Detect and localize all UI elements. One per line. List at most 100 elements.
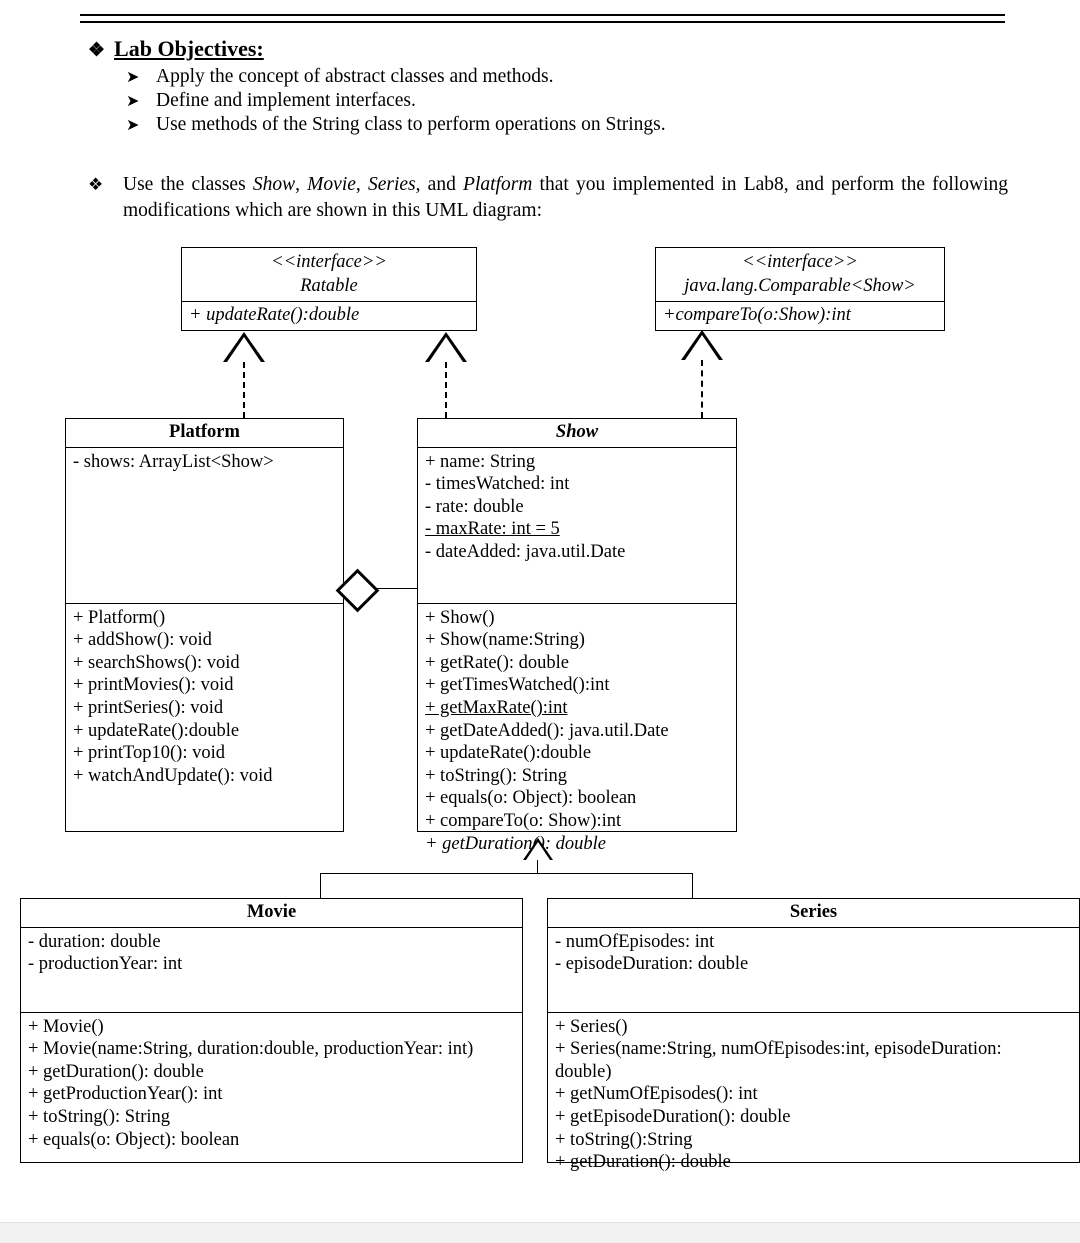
instruction-sep3: , and: [415, 174, 464, 195]
class-name-platform-title: Platform: [66, 419, 343, 448]
interface-methods: + updateRate():double: [182, 302, 476, 330]
objective-text: Use methods of the String class to perfo…: [156, 114, 666, 135]
realization-dashed-line: [243, 362, 245, 418]
objective-text: Apply the concept of abstract classes an…: [156, 66, 554, 87]
method-row-abstract: + getDuration(): double: [425, 833, 607, 854]
class-methods: + Movie() + Movie(name:String, duration:…: [21, 1011, 522, 1155]
page-footer-strip: [0, 1222, 1080, 1243]
method-row: + updateRate():double: [73, 720, 240, 741]
generalization-triangle-icon: [523, 838, 553, 860]
method-row: + getRate(): double: [425, 652, 569, 673]
method-row: + Show(name:String): [425, 630, 585, 651]
objective-item: ➤ Apply the concept of abstract classes a…: [126, 66, 553, 88]
realization-dashed-line: [701, 360, 703, 418]
class-attributes: - shows: ArrayList<Show>: [66, 448, 343, 603]
interface-name: java.lang.Comparable<Show>: [684, 276, 916, 296]
method-row-static: + getMaxRate():int: [425, 697, 568, 718]
attribute-row: - productionYear: int: [28, 954, 183, 975]
method-row: + getDateAdded(): java.util.Date: [425, 720, 669, 741]
interface-method: + updateRate():double: [189, 305, 360, 325]
class-name-movie-title: Movie: [21, 899, 522, 928]
generalization-drop-series: [692, 873, 693, 898]
realization-triangle-icon: [223, 332, 265, 362]
method-row: + watchAndUpdate(): void: [73, 765, 273, 786]
instruction-paragraph: ❖ Use the classes Show, Movie, Series, a…: [88, 172, 1008, 224]
method-row: + printMovies(): void: [73, 675, 234, 696]
method-row: + addShow(): void: [73, 630, 212, 651]
objective-item: ➤ Use methods of the String class to perf…: [126, 114, 666, 136]
arrow-bullet-icon: ➤: [126, 115, 140, 134]
method-row: + Series(): [555, 1016, 628, 1037]
interface-header: <<interface>> java.lang.Comparable<Show>: [656, 248, 944, 302]
method-row: + printSeries(): void: [73, 697, 224, 718]
generalization-stem: [537, 860, 538, 874]
attribute-row: - shows: ArrayList<Show>: [73, 451, 274, 472]
method-row: + searchShows(): void: [73, 652, 240, 673]
method-row: + Series(name:String, numOfEpisodes:int,…: [555, 1039, 1002, 1082]
class-methods: + Series() + Series(name:String, numOfEp…: [548, 1011, 1079, 1177]
realization-triangle-icon: [425, 332, 467, 362]
interface-methods: +compareTo(o:Show):int: [656, 302, 944, 330]
uml-class-movie: Movie - duration: double - productionYea…: [20, 898, 523, 1163]
method-row: + getDuration(): double: [555, 1152, 731, 1173]
instruction-part2: that you implemented in Lab8, and perfor…: [123, 174, 1009, 221]
class-name-series: Series: [367, 174, 416, 195]
interface-name: Ratable: [300, 276, 358, 296]
method-row: + toString(): String: [28, 1106, 170, 1127]
uml-class-platform: Platform - shows: ArrayList<Show> + Plat…: [65, 418, 344, 832]
method-row: + toString():String: [555, 1129, 693, 1150]
class-methods: + Platform() + addShow(): void + searchS…: [66, 602, 343, 791]
arrow-bullet-icon: ➤: [126, 67, 140, 86]
arrow-bullet-icon: ➤: [126, 91, 140, 110]
class-attributes: - duration: double - productionYear: int: [21, 928, 522, 1012]
class-attributes: + name: String - timesWatched: int - rat…: [418, 448, 736, 603]
objective-text: Define and implement interfaces.: [156, 90, 416, 111]
instruction-part1: Use the classes: [123, 174, 253, 195]
class-name-show-title: Show: [418, 419, 736, 448]
class-name-series-title: Series: [548, 899, 1079, 928]
attribute-row: - duration: double: [28, 931, 161, 952]
uml-class-show: Show + name: String - timesWatched: int …: [417, 418, 737, 854]
class-name-movie: Movie: [307, 174, 356, 195]
diamond-bullet-icon: ❖: [88, 175, 104, 194]
method-row: + Show(): [425, 607, 495, 628]
interface-stereotype: <<interface>>: [271, 252, 387, 272]
method-row: + getEpisodeDuration(): double: [555, 1106, 791, 1127]
lab-objectives-heading: ❖Lab Objectives:: [88, 36, 264, 62]
realization-triangle-icon: [681, 330, 723, 360]
instruction-sep1: ,: [295, 174, 308, 195]
class-methods: + Show() + Show(name:String) + getRate()…: [418, 602, 736, 859]
method-row: + equals(o: Object): boolean: [425, 788, 637, 809]
interface-header: <<interface>> Ratable: [182, 248, 476, 302]
attribute-row: - timesWatched: int: [425, 474, 570, 495]
method-row: + getTimesWatched():int: [425, 675, 610, 696]
method-row: + Movie(): [28, 1016, 104, 1037]
class-attributes: - numOfEpisodes: int - episodeDuration: …: [548, 928, 1079, 1012]
realization-dashed-line: [445, 362, 447, 418]
attribute-row: - rate: double: [425, 496, 524, 517]
instruction-sep2: ,: [355, 174, 368, 195]
method-row: + getProductionYear(): int: [28, 1084, 223, 1105]
method-row: + toString(): String: [425, 765, 567, 786]
attribute-row: + name: String: [425, 451, 536, 472]
objective-item: ➤ Define and implement interfaces.: [126, 90, 416, 112]
instruction-text: Use the classes Show, Movie, Series, and…: [123, 172, 1008, 224]
header-double-rule: [80, 14, 1005, 23]
generalization-drop-movie: [320, 873, 321, 898]
attribute-row-static: - maxRate: int = 5: [425, 519, 560, 540]
generalization-crossbar: [320, 873, 692, 874]
class-name-show: Show: [252, 174, 296, 195]
method-row: + updateRate():double: [425, 743, 592, 764]
uml-interface-comparable: <<interface>> java.lang.Comparable<Show>…: [655, 247, 945, 331]
attribute-row: - numOfEpisodes: int: [555, 931, 715, 952]
method-row: + getNumOfEpisodes(): int: [555, 1084, 758, 1105]
attribute-row: - dateAdded: java.util.Date: [425, 541, 626, 562]
interface-stereotype: <<interface>>: [742, 252, 858, 272]
method-row: + compareTo(o: Show):int: [425, 810, 622, 831]
diamond-bullet-icon: ❖: [88, 40, 106, 61]
interface-method: +compareTo(o:Show):int: [663, 305, 851, 325]
aggregation-line: [344, 588, 417, 589]
method-row: + Platform(): [73, 607, 166, 628]
method-row: + equals(o: Object): boolean: [28, 1129, 240, 1150]
